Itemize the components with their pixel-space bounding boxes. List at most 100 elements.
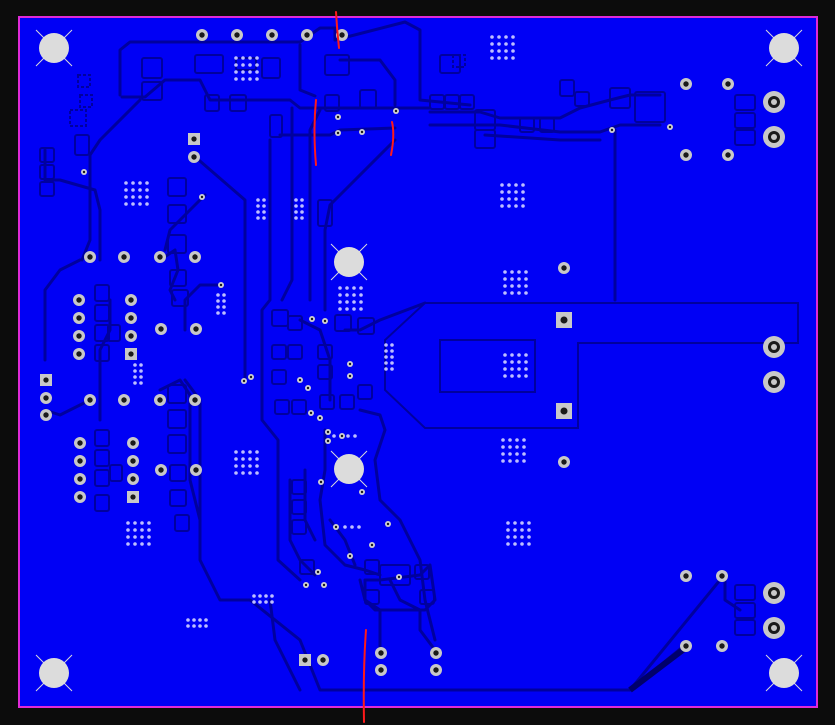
via-icon xyxy=(255,70,259,74)
component-footprint xyxy=(74,134,90,156)
via-icon xyxy=(256,210,260,214)
via-icon xyxy=(558,456,570,468)
via-icon xyxy=(345,293,349,297)
via-icon xyxy=(507,190,511,194)
via-icon xyxy=(332,434,336,438)
via-array-layer xyxy=(124,35,531,628)
via-array xyxy=(294,198,304,220)
via-icon xyxy=(300,210,304,214)
component-footprint xyxy=(734,619,756,636)
component-footprint xyxy=(359,89,377,109)
via-array xyxy=(234,56,259,81)
via-icon xyxy=(186,618,190,622)
via-icon xyxy=(360,490,364,494)
via-icon xyxy=(125,312,137,324)
via-icon xyxy=(127,437,139,449)
via-icon xyxy=(138,202,142,206)
via-icon xyxy=(515,438,519,442)
via-icon xyxy=(511,49,515,53)
via-icon xyxy=(511,42,515,46)
via-icon xyxy=(190,464,202,476)
via-icon xyxy=(336,29,348,41)
thick-trace-diagonal xyxy=(628,643,690,693)
via-icon xyxy=(360,130,364,134)
via-icon xyxy=(503,284,507,288)
via-icon xyxy=(352,307,356,311)
via-icon xyxy=(241,471,245,475)
via-icon xyxy=(133,369,137,373)
component-footprint xyxy=(204,94,220,112)
via-icon xyxy=(517,270,521,274)
via-icon xyxy=(430,664,442,676)
via-icon xyxy=(506,521,510,525)
via-icon xyxy=(318,416,322,420)
via-icon xyxy=(500,190,504,194)
via-array xyxy=(186,618,208,628)
component-layer xyxy=(39,54,756,636)
via-icon xyxy=(248,77,252,81)
via-icon xyxy=(353,434,357,438)
trace-segment xyxy=(298,43,317,98)
component-footprint xyxy=(174,514,190,532)
via-icon xyxy=(270,600,274,604)
via-icon xyxy=(350,525,354,529)
via-icon xyxy=(503,270,507,274)
via-icon xyxy=(255,471,259,475)
via-icon xyxy=(503,291,507,295)
via-icon xyxy=(716,570,728,582)
via-icon xyxy=(190,323,202,335)
via-icon xyxy=(222,299,226,303)
connector-pad-icon xyxy=(763,582,785,604)
via-icon xyxy=(334,525,338,529)
via-icon xyxy=(722,78,734,90)
via-icon xyxy=(527,521,531,525)
via-icon xyxy=(249,375,253,379)
via-icon xyxy=(154,251,166,263)
silkscreen-box xyxy=(77,74,91,88)
via-icon xyxy=(515,445,519,449)
mounting-hole-layer xyxy=(35,29,803,692)
component-footprint xyxy=(324,94,340,112)
inner-pour-region xyxy=(439,339,536,393)
via-icon xyxy=(524,284,528,288)
via-icon xyxy=(248,464,252,468)
via-array xyxy=(256,198,266,220)
via-icon xyxy=(517,277,521,281)
via-array xyxy=(506,521,531,546)
via-icon xyxy=(270,594,274,598)
trace-segment xyxy=(308,108,322,302)
via-icon xyxy=(234,471,238,475)
via-icon xyxy=(264,600,268,604)
component-footprint xyxy=(109,464,123,482)
via-icon xyxy=(504,42,508,46)
via-icon xyxy=(131,202,135,206)
via-icon xyxy=(520,542,524,546)
component-footprint xyxy=(319,394,335,410)
trace-segment xyxy=(428,93,662,120)
via-icon xyxy=(343,525,347,529)
via-icon xyxy=(131,181,135,185)
via-icon xyxy=(234,77,238,81)
trace-segment xyxy=(183,283,222,332)
via-icon xyxy=(390,343,394,347)
via-icon xyxy=(340,434,344,438)
via-icon xyxy=(520,521,524,525)
via-icon xyxy=(126,521,130,525)
via-icon xyxy=(521,183,525,187)
via-icon xyxy=(294,204,298,208)
via-icon xyxy=(520,528,524,532)
via-icon xyxy=(241,450,245,454)
via-icon xyxy=(510,374,514,378)
via-icon xyxy=(138,195,142,199)
via-icon xyxy=(521,204,525,208)
via-icon xyxy=(497,49,501,53)
via-icon xyxy=(517,353,521,357)
via-icon xyxy=(510,291,514,295)
component-footprint xyxy=(299,559,315,575)
component-footprint xyxy=(39,164,55,180)
via-icon xyxy=(310,317,314,321)
via-icon xyxy=(255,464,259,468)
via-icon xyxy=(145,188,149,192)
via-icon xyxy=(319,480,323,484)
